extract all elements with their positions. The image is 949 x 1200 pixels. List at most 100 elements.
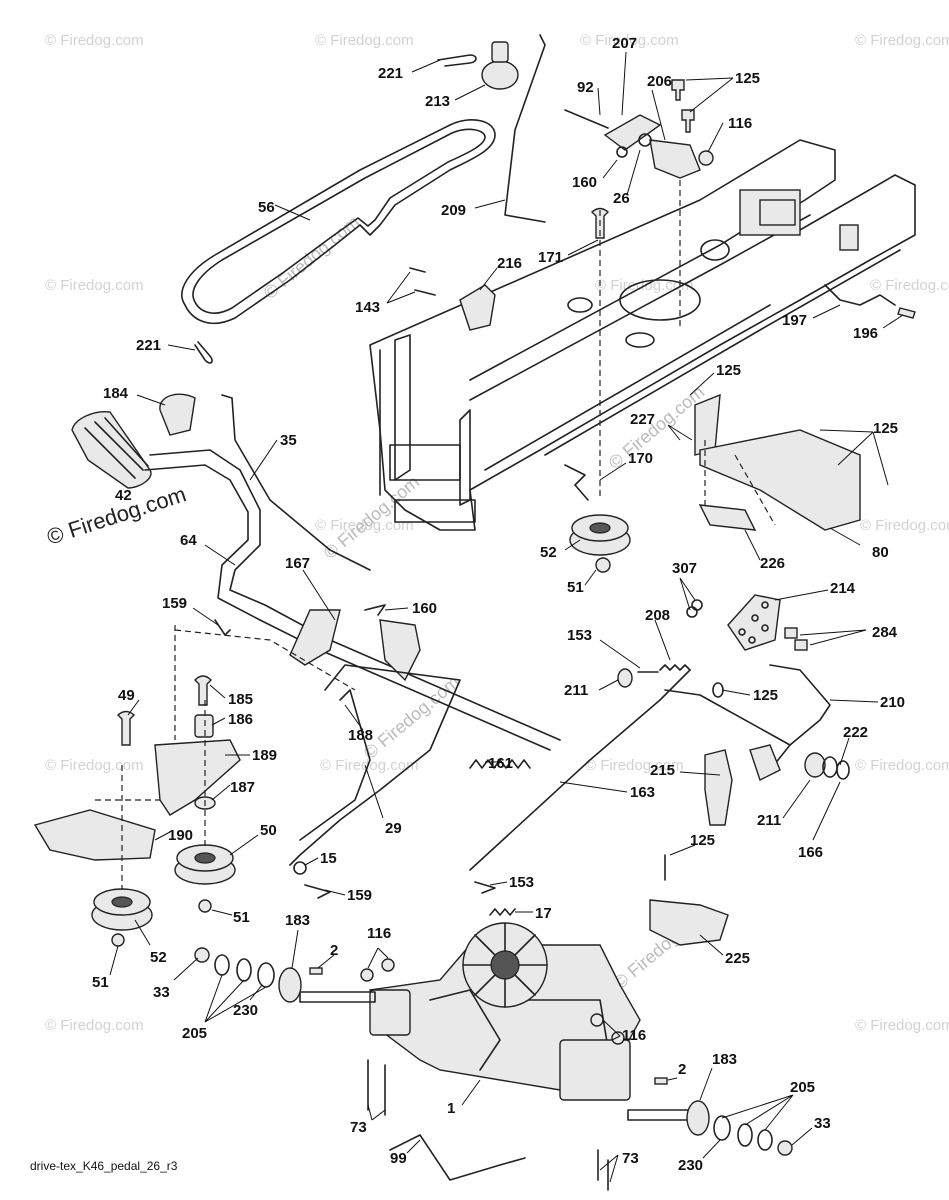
callout-50: 50 <box>260 822 277 839</box>
assembly-line <box>734 454 776 526</box>
callout-197: 197 <box>782 312 807 329</box>
callout-52: 52 <box>150 949 167 966</box>
transaxle <box>299 944 704 1121</box>
callout-211: 211 <box>564 682 588 699</box>
washer <box>713 1115 731 1141</box>
knob-cap <box>159 393 196 436</box>
hairpin-clip <box>474 881 496 894</box>
shaft-bearing <box>278 967 302 1003</box>
callout-116: 116 <box>367 925 391 942</box>
extension-spring <box>469 759 531 769</box>
callout-226: 226 <box>760 555 785 572</box>
return-spring <box>489 908 516 916</box>
leader-lines <box>109 51 904 1183</box>
callout-116: 116 <box>622 1027 646 1044</box>
callout-125: 125 <box>716 362 741 379</box>
brake-rod <box>824 284 896 306</box>
spring-washer <box>638 133 652 147</box>
callout-183: 183 <box>712 1051 737 1068</box>
hairpin <box>616 146 628 158</box>
pedal-pad <box>704 749 733 826</box>
callout-51: 51 <box>233 909 250 926</box>
callout-221: 221 <box>378 65 403 82</box>
callout-2: 2 <box>330 942 338 959</box>
callout-221: 221 <box>136 337 161 354</box>
callout-211: 211 <box>757 812 781 829</box>
callout-160: 160 <box>412 600 437 617</box>
watermark: © Firedog.com <box>870 277 949 294</box>
callout-143: 143 <box>355 299 380 316</box>
callout-206: 206 <box>647 73 672 90</box>
shield-bracket <box>698 504 757 531</box>
spacer <box>194 714 214 738</box>
hex-nut <box>595 557 611 573</box>
callout-33: 33 <box>814 1115 831 1132</box>
rod-bracket <box>649 899 729 946</box>
washer <box>686 606 698 618</box>
bypass-rod <box>389 1134 526 1181</box>
callout-159: 159 <box>162 595 187 612</box>
hex-nut <box>198 899 212 913</box>
callout-205: 205 <box>790 1079 815 1096</box>
diagram-caption: drive-tex_K46_pedal_26_r3 <box>30 1159 178 1173</box>
washer <box>757 1129 773 1151</box>
callout-230: 230 <box>233 1002 258 1019</box>
callout-56: 56 <box>258 199 275 216</box>
callout-284: 284 <box>872 624 898 641</box>
callout-184: 184 <box>103 385 129 402</box>
shift-plate <box>649 139 701 179</box>
spring <box>659 664 691 671</box>
hex-bolt <box>681 109 695 133</box>
pedal-shaft <box>664 689 791 746</box>
shift-rod <box>504 34 546 223</box>
mounting-bolt <box>597 1149 609 1191</box>
lock-nut <box>698 150 714 166</box>
callout-189: 189 <box>252 747 277 764</box>
belt-guard <box>33 809 156 861</box>
key <box>309 967 323 975</box>
callout-190: 190 <box>168 827 193 844</box>
pedal-shield <box>699 429 861 531</box>
pedal-clip <box>794 639 808 651</box>
support-bracket <box>694 393 721 456</box>
shift-bracket <box>603 114 662 151</box>
watermark: © Firedog.com <box>315 32 414 49</box>
callout-1: 1 <box>447 1100 455 1117</box>
hex-nut <box>590 1013 604 1027</box>
callout-188: 188 <box>348 727 373 744</box>
callout-99: 99 <box>390 1150 407 1167</box>
hairpin-clip <box>437 54 477 67</box>
callout-215: 215 <box>650 762 675 779</box>
hex-nut <box>360 968 374 982</box>
callout-213: 213 <box>425 93 450 110</box>
watermark: © Firedog.com <box>45 32 144 49</box>
hairpin-clip <box>364 604 386 616</box>
pivot-bolt <box>564 109 609 129</box>
watermark: © Firedog.com <box>580 32 679 49</box>
washer <box>236 958 252 982</box>
watermark: © Firedog.com <box>605 382 708 473</box>
bushing <box>804 752 826 778</box>
callout-183: 183 <box>285 912 310 929</box>
callout-labels: 221 213 207 92 206 125 116 56 160 26 209… <box>92 35 905 1174</box>
callout-17: 17 <box>535 905 552 922</box>
callout-49: 49 <box>118 687 135 704</box>
callout-26: 26 <box>613 190 630 207</box>
callout-153: 153 <box>567 627 592 644</box>
callout-222: 222 <box>843 724 868 741</box>
callout-52: 52 <box>540 544 557 561</box>
callout-116: 116 <box>728 115 752 132</box>
callout-196: 196 <box>853 325 878 342</box>
callout-207: 207 <box>612 35 637 52</box>
callout-2: 2 <box>678 1061 686 1078</box>
link-rod <box>289 664 461 866</box>
brake-pedal-pad <box>727 594 781 651</box>
transmission-pulley <box>91 888 153 931</box>
callout-185: 185 <box>228 691 253 708</box>
callout-42: 42 <box>115 487 132 504</box>
brake-rod-long <box>469 669 691 871</box>
hairpin-clip <box>304 884 331 899</box>
rod-screw <box>897 307 916 319</box>
watermark: © Firedog.com <box>360 672 463 763</box>
washer <box>257 962 275 988</box>
